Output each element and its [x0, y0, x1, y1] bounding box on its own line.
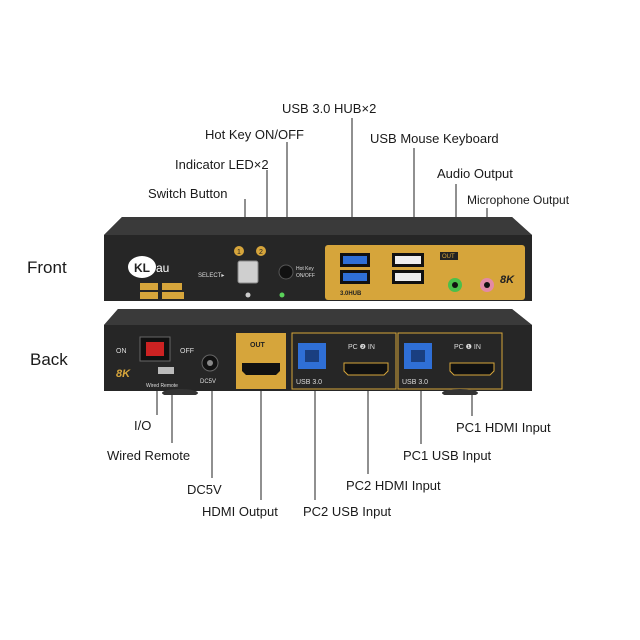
label-usb-hub: USB 3.0 HUB×2: [282, 101, 377, 116]
label-audio-output: Audio Output: [437, 166, 513, 181]
svg-text:OFF: OFF: [180, 348, 194, 355]
svg-text:PC ❷ IN: PC ❷ IN: [348, 343, 375, 351]
front-panel: KL au SELECT▸ 1 2 Hot Key ON/OFF 3.0HUB …: [104, 217, 532, 301]
label-wired-remote: Wired Remote: [107, 448, 191, 463]
back-panel: ON OFF 8K Wired Remote DC5V OUT USB 3.0 …: [104, 309, 532, 395]
svg-text:8K: 8K: [500, 274, 515, 286]
svg-text:Hot Key: Hot Key: [296, 266, 314, 272]
front-brand: au: [156, 261, 169, 275]
svg-text:DC5V: DC5V: [200, 379, 216, 385]
label-pc2-usb-input: PC2 USB Input: [303, 504, 392, 519]
svg-text:PC ❶ IN: PC ❶ IN: [454, 343, 481, 351]
label-front: Front: [27, 258, 67, 277]
svg-text:ON/OFF: ON/OFF: [296, 273, 315, 279]
label-pc1-hdmi-input: PC1 HDMI Input: [456, 420, 551, 435]
svg-text:USB 3.0: USB 3.0: [296, 379, 322, 386]
label-indicator-led: Indicator LED×2: [175, 157, 269, 172]
svg-text:1: 1: [237, 249, 241, 256]
svg-text:Wired Remote: Wired Remote: [146, 383, 178, 389]
svg-text:KL: KL: [134, 261, 150, 275]
svg-text:3.0HUB: 3.0HUB: [340, 291, 362, 297]
svg-text:ON: ON: [116, 348, 127, 355]
label-hotkey: Hot Key ON/OFF: [205, 127, 304, 142]
label-microphone-output: Microphone Output: [467, 193, 570, 207]
svg-text:USB 3.0: USB 3.0: [402, 379, 428, 386]
front-switch-button: [237, 260, 259, 284]
svg-text:2: 2: [259, 249, 263, 256]
svg-text:OUT: OUT: [442, 254, 455, 260]
svg-text:OUT: OUT: [250, 342, 266, 349]
label-io: I/O: [134, 418, 152, 433]
label-switch-button: Switch Button: [148, 186, 228, 201]
label-dc5v: DC5V: [187, 482, 222, 497]
label-back: Back: [30, 350, 68, 369]
label-pc1-usb-input: PC1 USB Input: [403, 448, 492, 463]
svg-text:8K: 8K: [116, 368, 131, 380]
front-select: SELECT▸: [198, 273, 224, 279]
label-hdmi-output: HDMI Output: [202, 504, 278, 519]
label-pc2-hdmi-input: PC2 HDMI Input: [346, 478, 441, 493]
label-usb-mouse-keyboard: USB Mouse Keyboard: [370, 131, 499, 146]
